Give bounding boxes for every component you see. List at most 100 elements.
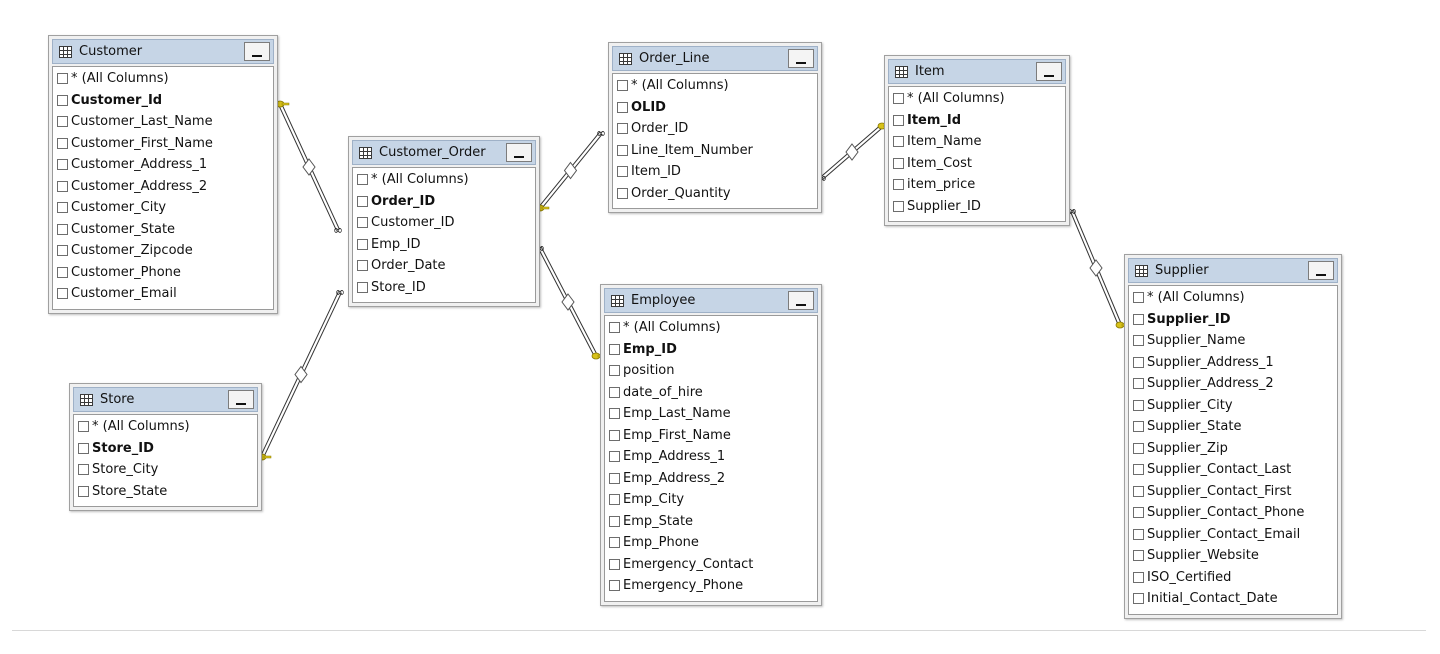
column-row[interactable]: Customer_City [53, 197, 273, 219]
column-checkbox[interactable] [609, 558, 620, 570]
column-row[interactable]: Supplier_Contact_First [1129, 481, 1337, 503]
relationship-link[interactable]: ∞ [257, 285, 345, 461]
column-checkbox[interactable] [357, 281, 368, 293]
column-checkbox[interactable] [357, 195, 368, 207]
column-row[interactable]: Store_ID [74, 438, 257, 460]
column-row[interactable]: Emp_Last_Name [605, 403, 817, 425]
relationship-link[interactable]: ∞ [817, 122, 892, 185]
column-row[interactable]: Supplier_Name [1129, 330, 1337, 352]
column-row[interactable]: Store_State [74, 481, 257, 503]
column-row[interactable]: position [605, 360, 817, 382]
column-checkbox[interactable] [1133, 399, 1144, 411]
column-checkbox[interactable] [893, 179, 904, 191]
column-checkbox[interactable] [57, 180, 68, 192]
column-checkbox[interactable] [893, 157, 904, 169]
column-row[interactable]: Supplier_Address_1 [1129, 352, 1337, 374]
relationship-link[interactable]: ∞ [535, 241, 606, 360]
column-checkbox[interactable] [1133, 571, 1144, 583]
column-row[interactable]: Customer_Address_2 [53, 176, 273, 198]
column-row[interactable]: Supplier_Zip [1129, 438, 1337, 460]
column-row[interactable]: Emp_State [605, 511, 817, 533]
column-checkbox[interactable] [1133, 378, 1144, 390]
table-header[interactable]: Employee [604, 288, 818, 313]
column-row[interactable]: Supplier_Website [1129, 545, 1337, 567]
column-row[interactable]: * (All Columns) [74, 416, 257, 438]
table-header[interactable]: Supplier [1128, 258, 1338, 283]
table-header[interactable]: Order_Line [612, 46, 818, 71]
column-checkbox[interactable] [1133, 356, 1144, 368]
column-row[interactable]: date_of_hire [605, 382, 817, 404]
column-checkbox[interactable] [609, 365, 620, 377]
column-checkbox[interactable] [609, 408, 620, 420]
column-row[interactable]: Supplier_Address_2 [1129, 373, 1337, 395]
table-header[interactable]: Store [73, 387, 258, 412]
column-checkbox[interactable] [57, 223, 68, 235]
column-checkbox[interactable] [609, 515, 620, 527]
column-row[interactable]: Emp_First_Name [605, 425, 817, 447]
minimize-button[interactable] [1036, 62, 1062, 81]
minimize-button[interactable] [244, 42, 270, 61]
column-row[interactable]: Customer_Email [53, 283, 273, 305]
column-checkbox[interactable] [893, 200, 904, 212]
column-checkbox[interactable] [609, 580, 620, 592]
table-header[interactable]: Customer_Order [352, 140, 536, 165]
column-row[interactable]: * (All Columns) [613, 75, 817, 97]
column-checkbox[interactable] [57, 202, 68, 214]
column-row[interactable]: * (All Columns) [605, 317, 817, 339]
column-row[interactable]: Supplier_City [1129, 395, 1337, 417]
column-row[interactable]: Order_ID [613, 118, 817, 140]
column-checkbox[interactable] [617, 101, 628, 113]
column-checkbox[interactable] [617, 166, 628, 178]
column-row[interactable]: Customer_Zipcode [53, 240, 273, 262]
minimize-button[interactable] [788, 49, 814, 68]
column-row[interactable]: Customer_First_Name [53, 133, 273, 155]
column-checkbox[interactable] [609, 451, 620, 463]
column-row[interactable]: item_price [889, 174, 1065, 196]
column-checkbox[interactable] [609, 343, 620, 355]
column-checkbox[interactable] [78, 485, 89, 497]
minimize-button[interactable] [506, 143, 532, 162]
column-row[interactable]: Emp_ID [605, 339, 817, 361]
column-checkbox[interactable] [1133, 292, 1144, 304]
column-checkbox[interactable] [617, 123, 628, 135]
column-row[interactable]: Supplier_Contact_Phone [1129, 502, 1337, 524]
column-row[interactable]: Initial_Contact_Date [1129, 588, 1337, 610]
column-row[interactable]: Supplier_Contact_Email [1129, 524, 1337, 546]
column-checkbox[interactable] [57, 73, 68, 85]
column-row[interactable]: Supplier_ID [889, 196, 1065, 218]
column-checkbox[interactable] [1133, 507, 1144, 519]
column-row[interactable]: Emp_City [605, 489, 817, 511]
column-row[interactable]: Emp_Address_2 [605, 468, 817, 490]
column-row[interactable]: Store_ID [353, 277, 535, 299]
column-checkbox[interactable] [609, 322, 620, 334]
column-checkbox[interactable] [78, 442, 89, 454]
minimize-button[interactable] [1308, 261, 1334, 280]
column-row[interactable]: Customer_Last_Name [53, 111, 273, 133]
column-checkbox[interactable] [57, 288, 68, 300]
column-row[interactable]: Emp_Address_1 [605, 446, 817, 468]
column-row[interactable]: * (All Columns) [1129, 287, 1337, 309]
column-checkbox[interactable] [57, 266, 68, 278]
column-checkbox[interactable] [57, 116, 68, 128]
column-checkbox[interactable] [1133, 528, 1144, 540]
column-row[interactable]: Order_ID [353, 191, 535, 213]
column-checkbox[interactable] [617, 187, 628, 199]
relationship-link[interactable]: ∞ [275, 100, 343, 237]
column-checkbox[interactable] [609, 429, 620, 441]
minimize-button[interactable] [788, 291, 814, 310]
column-row[interactable]: Emp_ID [353, 234, 535, 256]
column-checkbox[interactable] [357, 238, 368, 250]
column-checkbox[interactable] [609, 386, 620, 398]
column-row[interactable]: Emergency_Contact [605, 554, 817, 576]
column-checkbox[interactable] [1133, 335, 1144, 347]
